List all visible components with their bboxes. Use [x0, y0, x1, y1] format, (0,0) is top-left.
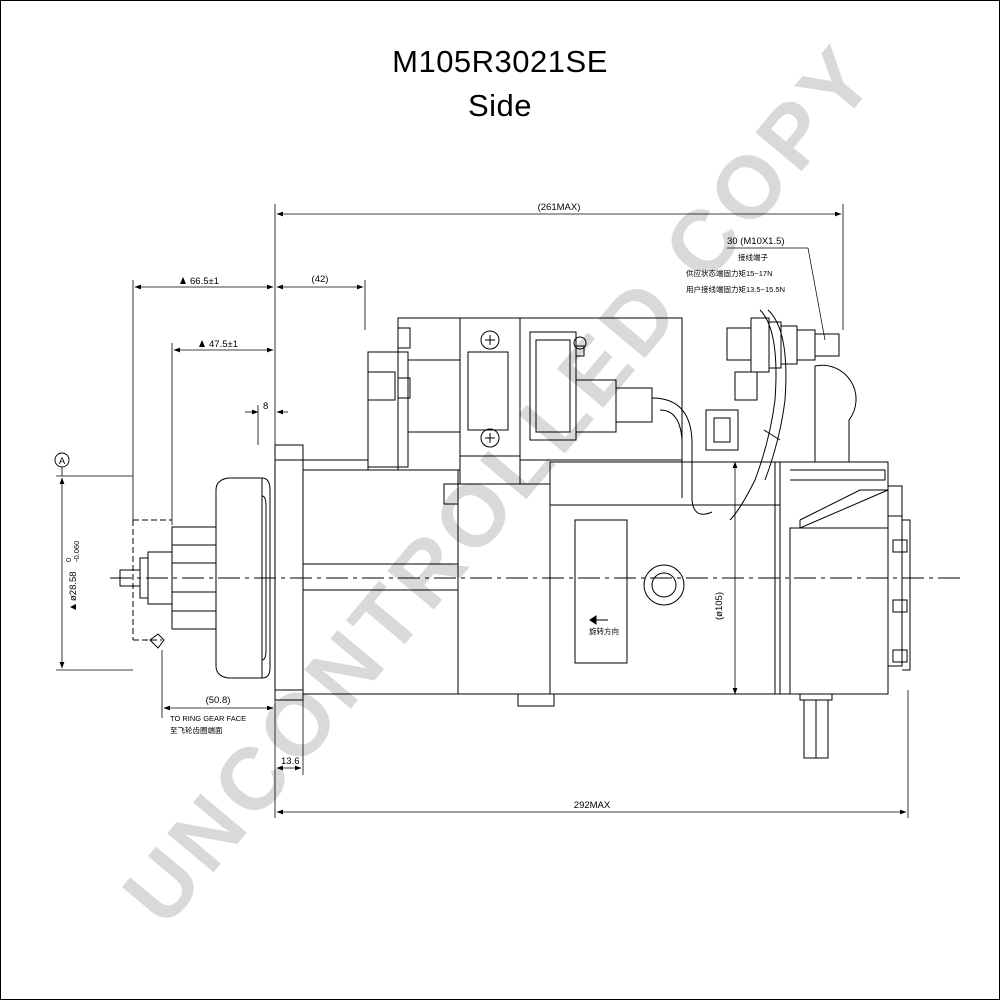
dimension-13-6: 13.6: [276, 700, 304, 775]
dim-8: 8: [263, 401, 268, 412]
pinion-assembly: [119, 444, 304, 701]
dim-42: (42): [312, 274, 329, 285]
dimension-pilot-diameter: ø28.58 0 -0.060: [56, 475, 133, 671]
torque-note-1: 供应状态端固力矩15~17N: [686, 268, 772, 278]
dim-261max: (261MAX): [538, 202, 581, 213]
solenoid: [302, 317, 683, 485]
svg-text:0: 0: [64, 558, 73, 562]
view-label: Side: [467, 88, 533, 123]
ring-gear-face-note-cn: 至飞轮齿圈端面: [170, 725, 223, 735]
terminal-note: 30 (M10X1.5) 接线端子 供应状态端固力矩15~17N 用户接线端固力…: [686, 236, 826, 341]
terminal-note-spec: 30 (M10X1.5): [727, 236, 785, 247]
dimension-42: (42): [276, 274, 366, 330]
dim-50-8: (50.8): [206, 695, 231, 706]
dim-pilot-dia: ø28.58: [68, 571, 79, 601]
terminal-note-cn: 接线端子: [738, 252, 768, 262]
dimension-66-5: 66.5±1: [132, 276, 274, 520]
dimension-47-5: 47.5±1: [171, 339, 274, 525]
motor-body: 旋转方向: [302, 461, 911, 759]
datum-a: A: [54, 452, 70, 476]
ring-gear-face-note: TO RING GEAR FACE: [170, 714, 246, 723]
dim-body-dia: (ø105): [714, 592, 725, 620]
dimension-8: 8: [245, 401, 288, 445]
dim-292max: 292MAX: [574, 800, 611, 811]
rotation-label: 旋转方向: [589, 626, 619, 636]
dim-47-5: 47.5±1: [209, 339, 238, 350]
dimension-50-8: (50.8) TO RING GEAR FACE 至飞轮齿圈端面: [161, 650, 274, 735]
torque-note-2: 用户接线端固力矩13.5~15.5N: [686, 284, 785, 294]
dim-66-5: 66.5±1: [190, 276, 219, 287]
dim-13-6: 13.6: [281, 756, 300, 767]
terminal-stud: [651, 309, 857, 521]
drawing-title: M105R3021SE: [392, 44, 608, 79]
dimension-body-diameter: (ø105): [714, 461, 738, 695]
svg-text:-0.060: -0.060: [72, 541, 81, 562]
dimension-overall-bottom: 292MAX: [276, 690, 909, 818]
datum-a-label: A: [59, 456, 66, 467]
